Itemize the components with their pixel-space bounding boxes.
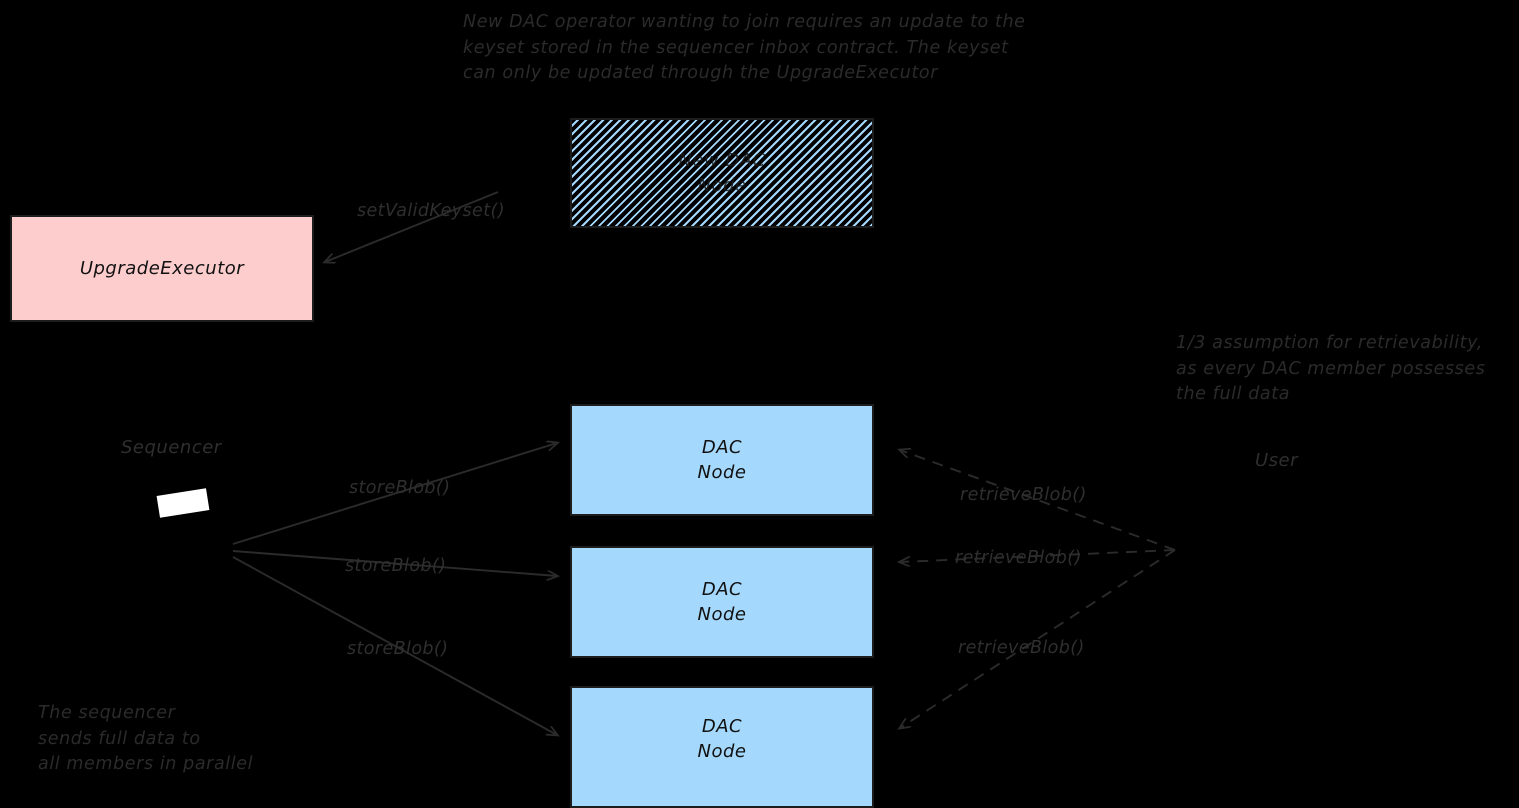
- node-dac-node-2-label: DAC Node: [697, 579, 747, 625]
- node-dac-node-1-label: DAC Node: [697, 437, 747, 483]
- annotation-bottom-left-note: The sequencer sends full data to all mem…: [38, 703, 254, 774]
- node-dac-node-3[interactable]: DAC Node: [570, 686, 874, 808]
- node-upgrade-executor-label: UpgradeExecutor: [79, 258, 245, 279]
- edge-label-set-valid-keyset: setValidKeyset(): [357, 201, 505, 221]
- annotation-right-note: 1/3 assumption for retrievability, as ev…: [1176, 333, 1486, 404]
- node-dac-node-3-label: DAC Node: [697, 716, 747, 762]
- edge-label-retrieve-blob-3: retrieveBlob(): [958, 638, 1085, 658]
- edge-label-store-blob-3: storeBlob(): [347, 639, 449, 659]
- node-new-dac-node[interactable]: New DAC Node: [570, 118, 874, 228]
- sequencer-glyph: [156, 488, 210, 518]
- node-dac-node-2[interactable]: DAC Node: [570, 546, 874, 658]
- node-upgrade-executor[interactable]: UpgradeExecutor: [10, 215, 314, 322]
- node-new-dac-node-label: New DAC Node: [678, 150, 766, 196]
- node-sequencer-label: Sequencer: [121, 437, 222, 458]
- edge-label-retrieve-blob-2: retrieveBlob(): [955, 548, 1082, 568]
- annotation-top-note: New DAC operator wanting to join require…: [463, 12, 1026, 83]
- node-user-label: User: [1255, 450, 1299, 471]
- edge-label-retrieve-blob-1: retrieveBlob(): [960, 485, 1087, 505]
- edge-label-store-blob-1: storeBlob(): [349, 478, 451, 498]
- node-dac-node-1[interactable]: DAC Node: [570, 404, 874, 516]
- edge-label-store-blob-2: storeBlob(): [345, 556, 447, 576]
